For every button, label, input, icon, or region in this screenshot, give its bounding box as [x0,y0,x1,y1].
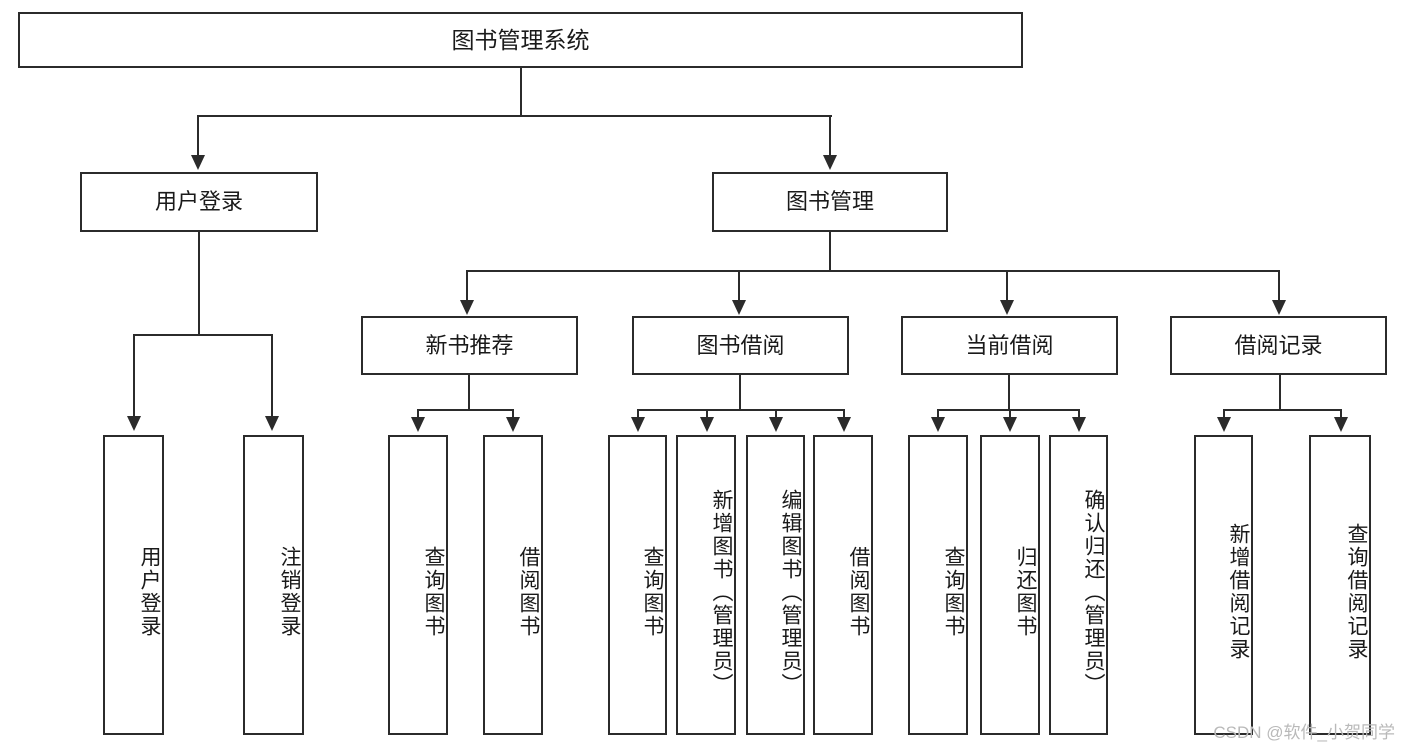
edge-new-book-recommend-stem [468,375,470,411]
arrow-current-borrow [1000,300,1014,315]
node-new-book-recommend[interactable]: 新书推荐 [361,316,578,375]
edge-drop-leaf-confirm-return [1078,409,1080,419]
node-label: 查询图书 [422,546,445,638]
edge-current-borrow-bus [937,409,1079,411]
node-label: 归还图书 [1014,546,1037,638]
edge-drop-leaf-borrow-book-2 [843,409,845,419]
edge-drop-leaf-add-record [1223,409,1225,419]
arrow-borrow-record [1272,300,1286,315]
edge-drop-leaf-query-book-2 [637,409,639,419]
arrow-leaf-query-book-1 [411,417,425,432]
arrow-user-login [191,155,205,170]
arrow-leaf-borrow-book-1 [506,417,520,432]
arrow-leaf-confirm-return [1072,417,1086,432]
edge-drop-borrow-record [1278,270,1280,302]
node-current-borrow[interactable]: 当前借阅 [901,316,1118,375]
node-book-borrow[interactable]: 图书借阅 [632,316,849,375]
node-label: 用户登录 [154,189,243,215]
edge-user-login-stem [198,232,200,336]
node-borrow-record[interactable]: 借阅记录 [1170,316,1387,375]
edge-root-stem [520,68,522,115]
node-label: 当前借阅 [965,332,1054,358]
edge-drop-leaf-return-book [1009,409,1011,419]
edge-drop-book-manage [829,115,831,157]
arrow-book-manage [823,155,837,170]
edge-drop-leaf-user-login [133,334,135,418]
node-label: 新书推荐 [425,332,514,358]
arrow-leaf-query-book-2 [631,417,645,432]
node-label: 借阅记录 [1234,332,1323,358]
arrow-book-borrow [732,300,746,315]
node-label: 图书管理系统 [451,26,590,53]
node-leaf-confirm-return[interactable]: 确认归还（管理员） [1049,435,1108,735]
edge-level1-bus [197,115,832,117]
node-leaf-return-book[interactable]: 归还图书 [980,435,1040,735]
edge-drop-leaf-query-book-1 [417,409,419,419]
edge-drop-leaf-borrow-book-1 [512,409,514,419]
arrow-leaf-borrow-book-2 [837,417,851,432]
node-root-system[interactable]: 图书管理系统 [18,12,1023,68]
edge-level2-bus [466,270,1280,272]
edge-book-borrow-stem [739,375,741,411]
node-leaf-borrow-book-2[interactable]: 借阅图书 [813,435,873,735]
edge-borrow-record-bus [1223,409,1341,411]
edge-drop-leaf-add-book [706,409,708,419]
edge-new-book-recommend-bus [417,409,514,411]
edge-book-borrow-bus [637,409,843,411]
node-leaf-logout[interactable]: 注销登录 [243,435,304,735]
node-leaf-query-book-1[interactable]: 查询图书 [388,435,448,735]
node-label: 图书管理 [785,189,874,215]
edge-book-manage-stem [829,232,831,272]
node-label: 查询图书 [942,546,965,638]
node-leaf-user-login[interactable]: 用户登录 [103,435,164,735]
edge-drop-leaf-logout [271,334,273,418]
arrow-leaf-user-login [127,416,141,431]
node-label: 查询借阅记录 [1345,523,1368,661]
edge-borrow-record-stem [1279,375,1281,411]
node-leaf-borrow-book-1[interactable]: 借阅图书 [483,435,543,735]
arrow-leaf-return-book [1003,417,1017,432]
node-label: 新增借阅记录 [1227,523,1250,661]
arrow-new-book-recommend [460,300,474,315]
arrow-leaf-logout [265,416,279,431]
node-label: 注销登录 [278,546,301,638]
edge-drop-leaf-query-record [1340,409,1342,419]
node-label: 用户登录 [138,546,161,638]
edge-drop-current-borrow [1006,270,1008,302]
edge-drop-book-borrow [738,270,740,302]
arrow-leaf-add-book [700,417,714,432]
arrow-leaf-query-book-3 [931,417,945,432]
edge-drop-leaf-query-book-3 [937,409,939,419]
node-leaf-query-book-2[interactable]: 查询图书 [608,435,667,735]
node-label: 借阅图书 [517,546,540,638]
node-user-login[interactable]: 用户登录 [80,172,318,232]
edge-drop-new-book-recommend [466,270,468,302]
node-label: 确认归还（管理员） [1082,488,1105,696]
edge-drop-leaf-edit-book [775,409,777,419]
edge-current-borrow-stem [1008,375,1010,411]
node-label: 查询图书 [641,546,664,638]
node-leaf-add-book[interactable]: 新增图书（管理员） [676,435,736,735]
node-label: 编辑图书（管理员） [779,488,802,696]
node-book-manage[interactable]: 图书管理 [712,172,948,232]
edge-user-login-bus [133,334,271,336]
node-leaf-add-record[interactable]: 新增借阅记录 [1194,435,1253,735]
node-label: 新增图书（管理员） [710,488,733,696]
node-leaf-query-book-3[interactable]: 查询图书 [908,435,968,735]
edge-drop-user-login [197,115,199,157]
node-leaf-edit-book[interactable]: 编辑图书（管理员） [746,435,805,735]
node-label: 借阅图书 [847,546,870,638]
arrow-leaf-add-record [1217,417,1231,432]
arrow-leaf-edit-book [769,417,783,432]
node-leaf-query-record[interactable]: 查询借阅记录 [1309,435,1371,735]
arrow-leaf-query-record [1334,417,1348,432]
node-label: 图书借阅 [696,332,785,358]
